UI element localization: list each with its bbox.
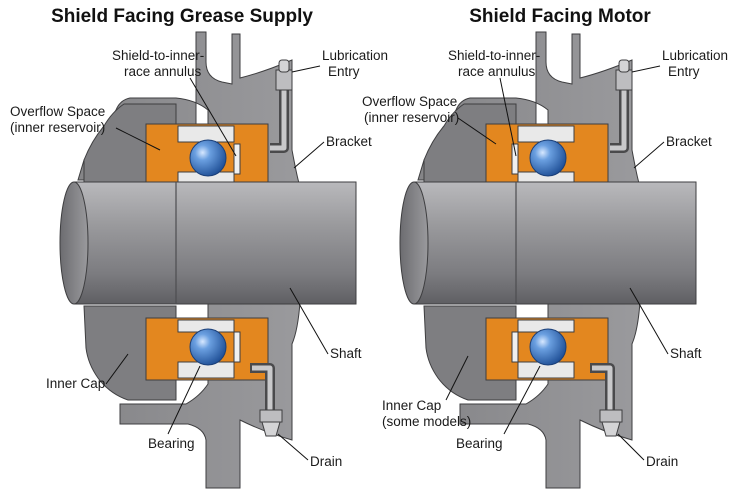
left-label-drain: Drain bbox=[310, 454, 342, 469]
right-drain-pipe-bore bbox=[592, 365, 613, 412]
right-label-shield-annulus: Shield-to-inner- race annulus bbox=[448, 48, 544, 79]
right-label-bearing: Bearing bbox=[456, 436, 503, 451]
right-leader-overflow-space bbox=[457, 117, 497, 145]
left-leader-shield-annulus bbox=[189, 77, 237, 157]
right-grease-fitting bbox=[615, 59, 633, 91]
right-drain-plug bbox=[599, 409, 623, 437]
left-leader-bearing bbox=[167, 365, 201, 435]
right-shaft bbox=[399, 181, 697, 305]
left-leader-shaft bbox=[289, 287, 329, 355]
left-label-inner-cap: Inner Cap bbox=[46, 376, 105, 391]
left-bearing-outer-race-top bbox=[177, 125, 235, 143]
right-panel: Shield Facing Motor bbox=[362, 6, 732, 489]
right-label-drain: Drain bbox=[646, 454, 678, 469]
right-bearing-outer-race-top bbox=[517, 125, 575, 143]
left-label-shield-annulus: Shield-to-inner- race annulus bbox=[112, 48, 208, 79]
left-shaft bbox=[59, 181, 357, 305]
right-shield-top bbox=[511, 143, 519, 175]
right-label-lubrication-entry: Lubrication Entry bbox=[662, 48, 732, 79]
left-label-bracket: Bracket bbox=[326, 134, 372, 149]
right-bearing-ball-top bbox=[529, 139, 567, 177]
right-panel-title: Shield Facing Motor bbox=[469, 6, 651, 27]
right-leader-inner-cap bbox=[445, 355, 469, 401]
right-shield-bottom bbox=[511, 331, 519, 363]
right-bearing-ball-bottom bbox=[529, 328, 567, 366]
left-shield-top bbox=[233, 143, 241, 175]
right-leader-bracket bbox=[633, 141, 665, 169]
right-leader-drain bbox=[617, 433, 645, 461]
left-label-overflow-space: Overflow Space (inner reservoir) bbox=[10, 104, 109, 135]
left-drain-pipe-bore bbox=[252, 365, 273, 412]
left-panel-title: Shield Facing Grease Supply bbox=[51, 6, 313, 27]
left-shield-bottom bbox=[233, 331, 241, 363]
left-bearing-ball-bottom bbox=[189, 328, 227, 366]
right-leader-lubrication-entry bbox=[631, 65, 661, 73]
right-lubrication-pipe-bore bbox=[610, 90, 627, 151]
left-leader-bracket bbox=[293, 141, 325, 169]
left-leader-overflow-space bbox=[115, 127, 161, 151]
left-drain-plug bbox=[259, 409, 283, 437]
right-label-bracket: Bracket bbox=[666, 134, 712, 149]
left-lubrication-pipe-bore bbox=[270, 90, 287, 151]
left-leader-drain bbox=[277, 433, 309, 461]
left-leader-inner-cap bbox=[105, 353, 129, 385]
right-label-overflow-space: Overflow Space (inner reservoir) bbox=[362, 94, 461, 125]
left-bearing-ball-top bbox=[189, 139, 227, 177]
right-label-shaft: Shaft bbox=[670, 346, 702, 361]
right-label-inner-cap: Inner Cap (some models) bbox=[382, 398, 471, 429]
left-leader-lubrication-entry bbox=[291, 65, 321, 73]
left-label-bearing: Bearing bbox=[148, 436, 195, 451]
right-leader-bearing bbox=[503, 365, 541, 435]
right-leader-shaft bbox=[629, 287, 669, 355]
left-label-lubrication-entry: Lubrication Entry bbox=[322, 48, 392, 79]
right-leader-shield-annulus bbox=[499, 77, 517, 157]
left-grease-fitting bbox=[275, 59, 293, 91]
left-panel: Shield Facing Grease Supply bbox=[10, 6, 392, 489]
left-label-shaft: Shaft bbox=[330, 346, 362, 361]
